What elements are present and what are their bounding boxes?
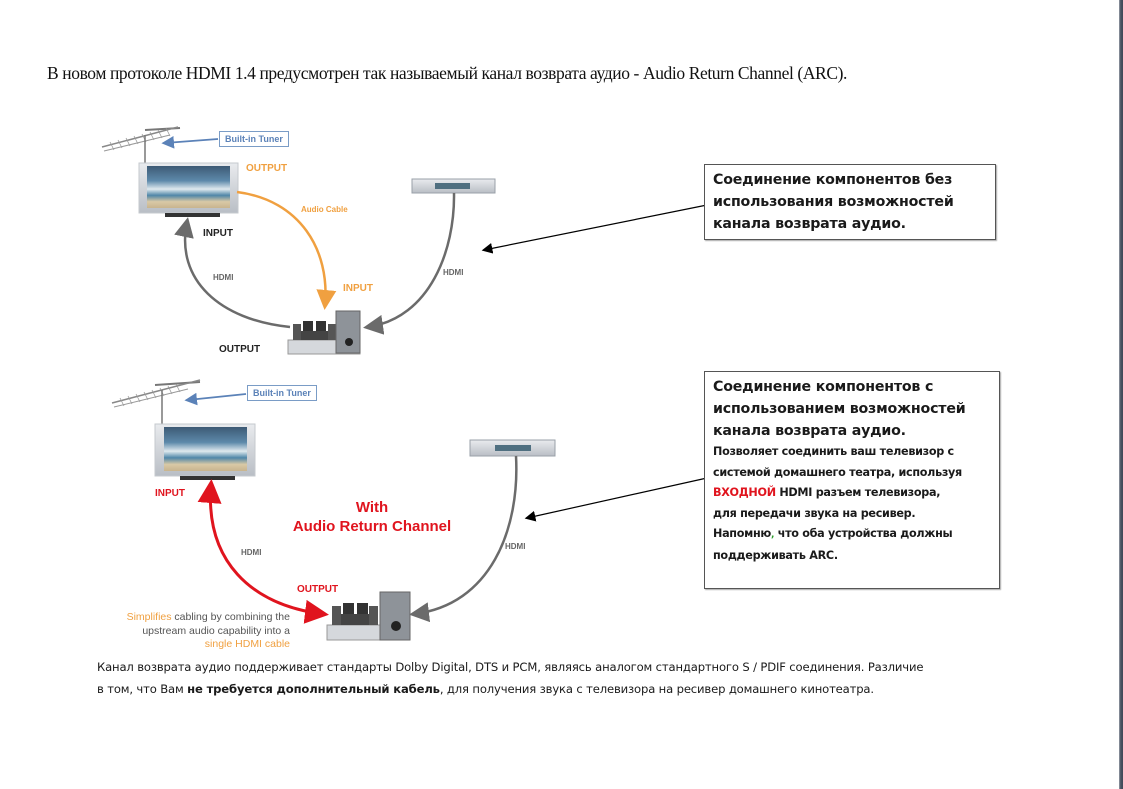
receiver-input-label: INPUT <box>343 283 373 294</box>
callout-body-line: для передачи звука на ресивер. <box>713 506 916 520</box>
dvd-player-icon <box>411 178 496 194</box>
hdmi-label-left: HDMI <box>241 548 262 557</box>
hdmi-label-left: HDMI <box>213 273 234 282</box>
callout-body-line: Позволяет соединить ваш телевизор с <box>713 445 954 458</box>
receiver-output-label: OUTPUT <box>219 344 261 355</box>
tv-input-label: INPUT <box>155 488 185 499</box>
callout-line: Соединение компонентов без <box>713 172 953 188</box>
footer-line1: Канал возврата аудио поддерживает станда… <box>97 660 924 674</box>
built-in-tuner-label: Built-in Tuner <box>219 131 289 147</box>
hdmi-label-right: HDMI <box>505 542 526 551</box>
callout-body-line: Напомню, что оба устройства должны <box>713 524 999 546</box>
simplifies-word: Simplifies <box>126 611 172 623</box>
antenna-icon <box>101 126 181 163</box>
simplifies-line3: single HDMI cable <box>204 638 290 650</box>
tv-icon <box>138 162 239 217</box>
tv-icon <box>154 423 256 480</box>
hdmi-label-right: HDMI <box>443 268 464 277</box>
callout-line: использования возможностей <box>713 194 954 210</box>
home-theater-receiver-icon <box>287 310 361 355</box>
audio-cable-label: Audio Cable <box>301 205 348 214</box>
callout-body-text: HDMI разъем телевизора, <box>775 486 941 499</box>
built-in-tuner-label: Built-in Tuner <box>247 385 317 401</box>
footer-paragraph: Канал возврата аудио поддерживает станда… <box>97 656 924 700</box>
tuner-pointer-arrow <box>161 136 219 149</box>
spellcheck-mark: , <box>770 530 775 540</box>
callout-pointer-bottom <box>524 477 708 522</box>
receiver-output-label: OUTPUT <box>297 584 339 595</box>
callout-line: канала возврата аудио. <box>713 216 906 232</box>
tv-input-label: INPUT <box>203 228 233 239</box>
dvd-player-icon <box>469 439 556 457</box>
tuner-pointer-arrow <box>184 392 247 406</box>
callout-body-line: системой домашнего театра, используя <box>713 465 962 479</box>
hdmi-cable-dvd-receiver <box>409 455 518 623</box>
footer-bold-text: не требуется дополнительный кабель <box>187 682 440 696</box>
document-heading: В новом протоколе HDMI 1.4 предусмотрен … <box>47 63 848 83</box>
callout-body-text: Напомню <box>713 527 771 540</box>
footer-text: в том, что Вам <box>97 682 188 696</box>
audio-cable <box>236 190 337 310</box>
arc-title-line1: With <box>355 499 389 516</box>
callout-with-arc: Соединение компонентов с использованием … <box>704 371 1000 589</box>
input-highlight: ВХОДНОЙ <box>713 486 776 499</box>
callout-body-text: что оба устройства должны <box>774 527 953 540</box>
footer-line2: в том, что Вам не требуется дополнительн… <box>97 678 923 700</box>
callout-body-line: ВХОДНОЙ HDMI разъем телевизора, <box>713 483 999 504</box>
footer-text: , для получения звука с телевизора на ре… <box>439 682 874 696</box>
arc-title-line2: Audio Return Channel <box>292 518 452 535</box>
callout-title-line: использованием возможностей <box>713 401 966 417</box>
callout-without-arc: Соединение компонентов без использования… <box>704 164 996 240</box>
callout-pointer-top <box>481 204 708 254</box>
simplifies-rest: cabling by combining the <box>171 611 290 623</box>
callout-body-line: поддерживать ARC. <box>713 548 838 562</box>
home-theater-receiver-icon <box>326 591 411 641</box>
tv-output-label: OUTPUT <box>246 163 288 174</box>
callout-title-line: канала возврата аудио. <box>713 423 906 439</box>
simplifies-line2: upstream audio capability into a <box>142 624 290 637</box>
simplifies-caption: Simplifies cabling by combining the upst… <box>96 611 290 652</box>
hdmi-arc-cable <box>197 479 329 624</box>
antenna-icon <box>111 379 201 424</box>
page-edge-scrollbar <box>1119 0 1123 789</box>
arc-title: With Audio Return Channel <box>276 498 468 536</box>
callout-title-line: Соединение компонентов с <box>713 379 934 395</box>
hdmi-cable-dvd-receiver <box>363 192 456 335</box>
hdmi-cable-tv-receiver <box>174 217 291 329</box>
